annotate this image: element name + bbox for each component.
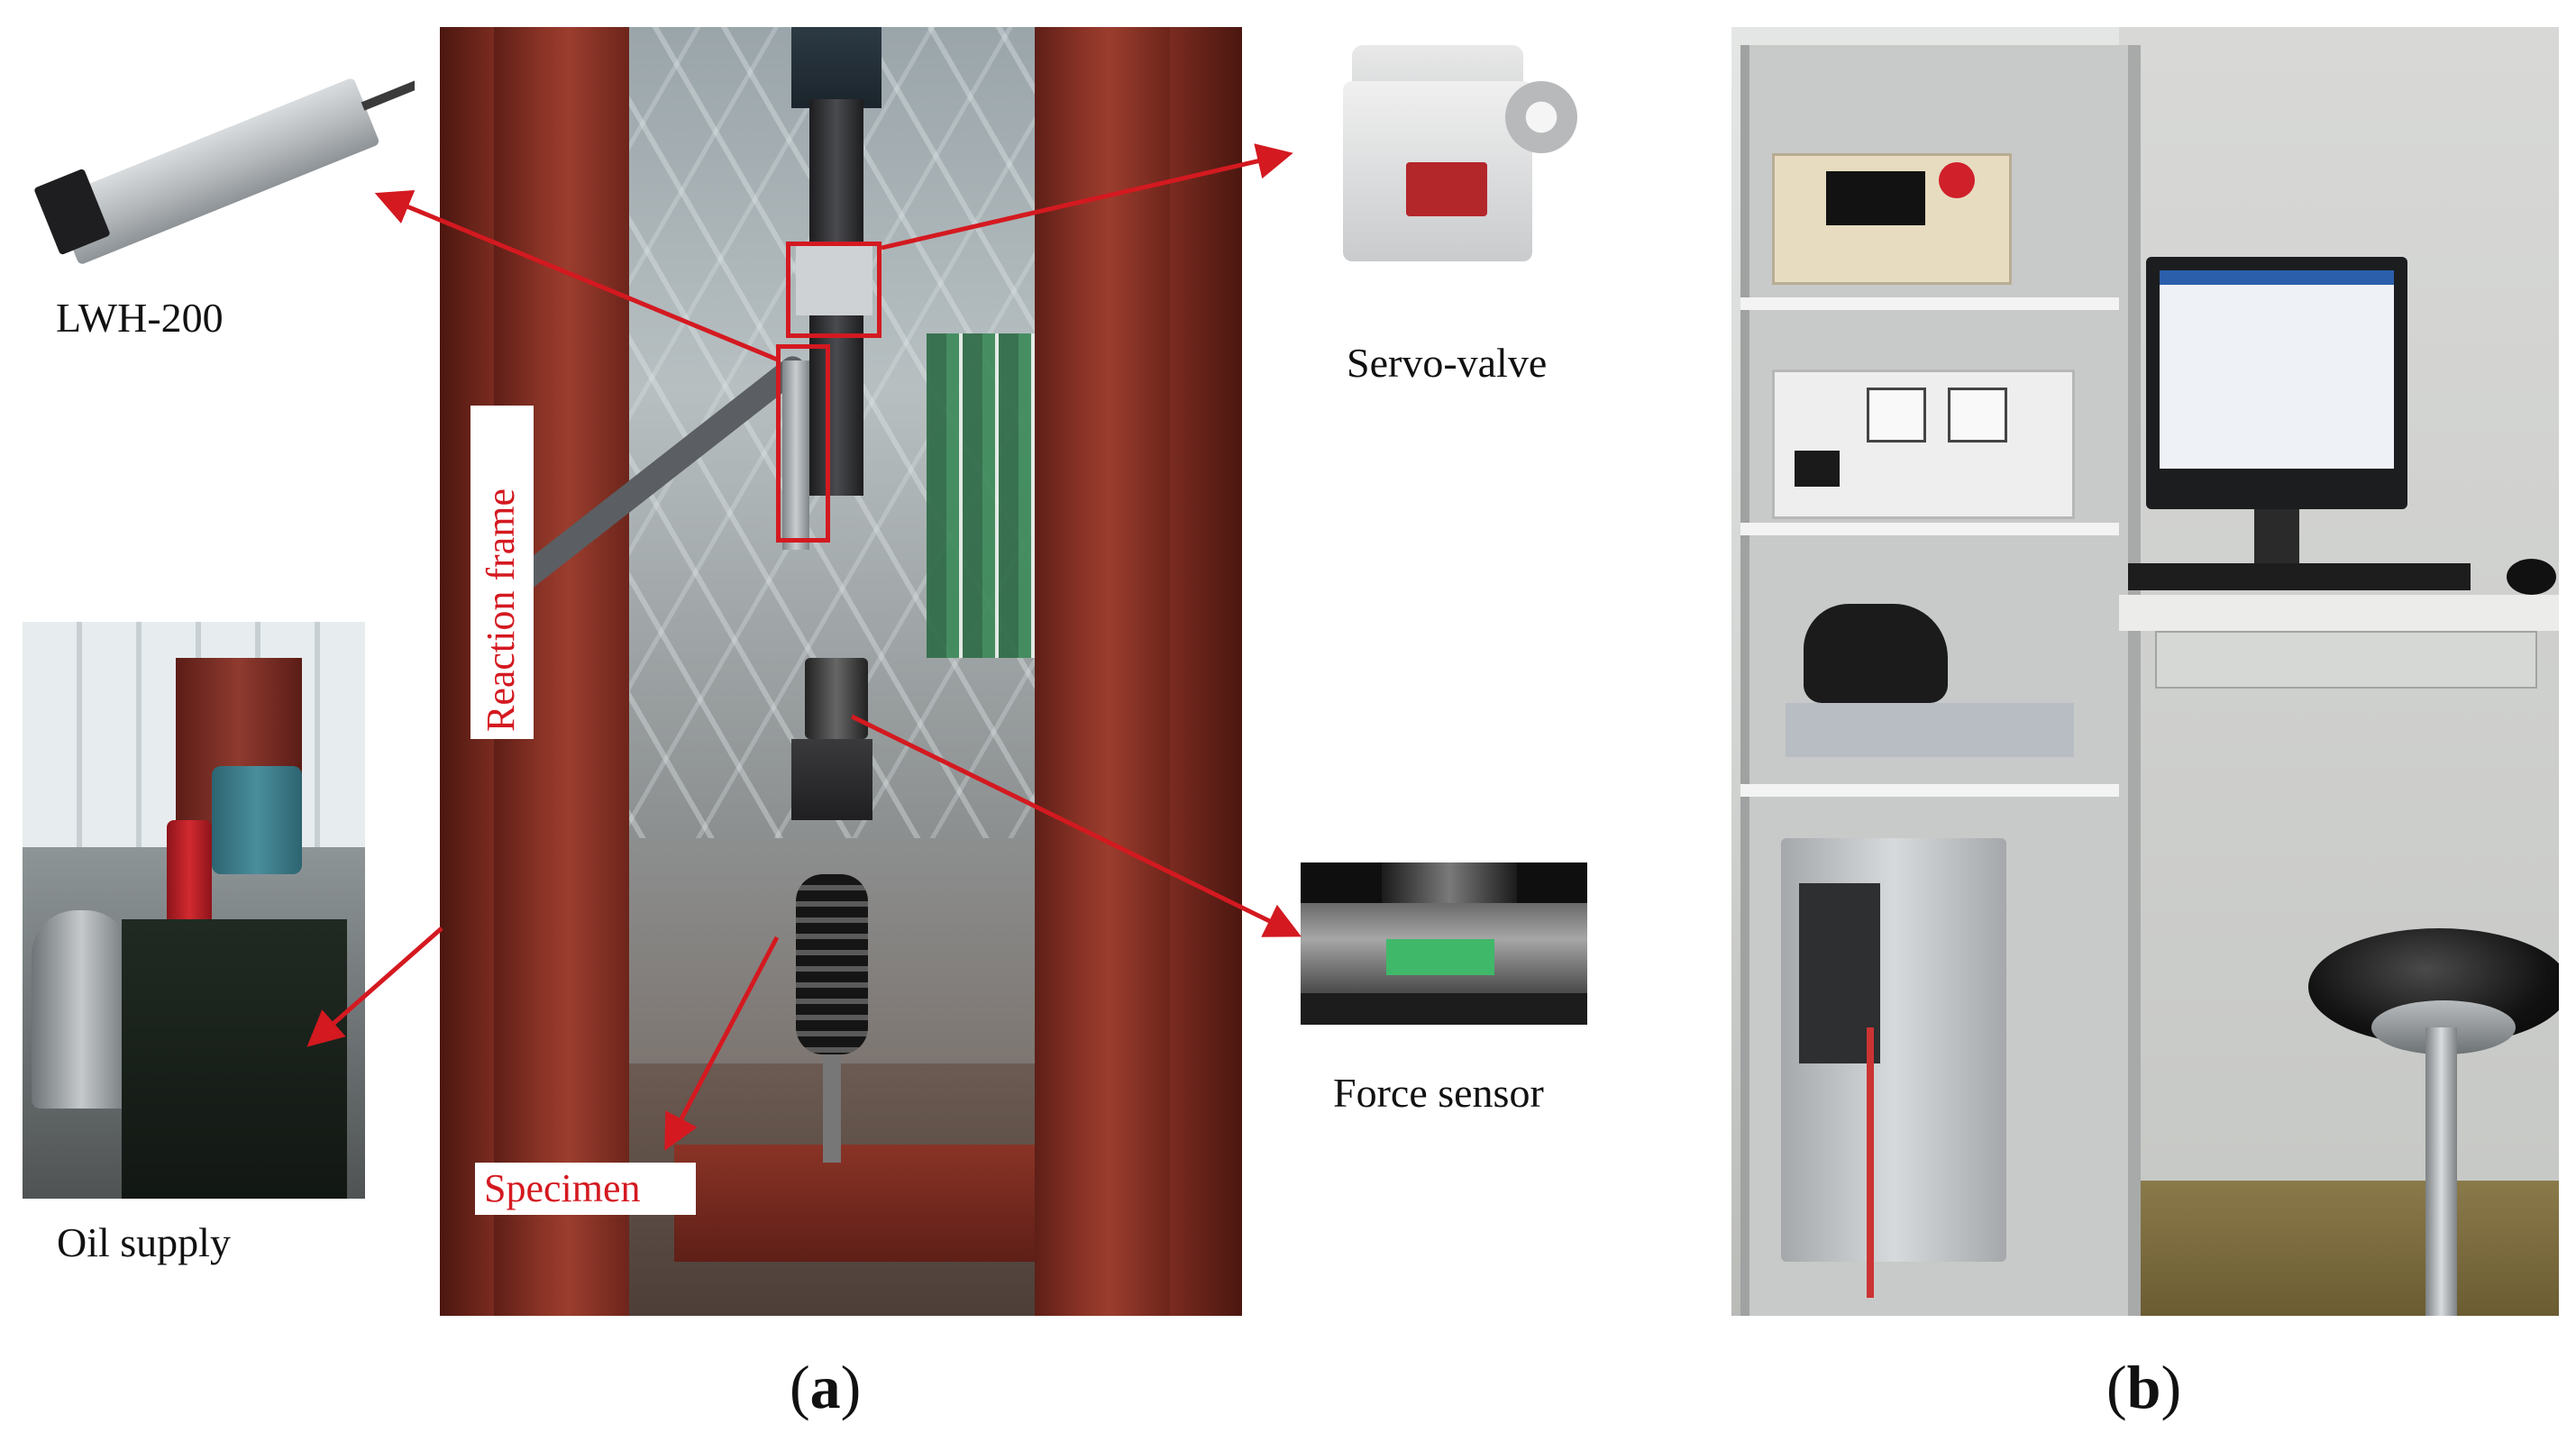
hydraulic-tank bbox=[122, 919, 347, 1199]
servo-valve-mounted bbox=[796, 243, 872, 315]
analog-meter bbox=[1948, 388, 2007, 443]
arrow-to-oil-supply bbox=[306, 926, 443, 1047]
mouse bbox=[2507, 559, 2556, 595]
valve-connector bbox=[1505, 81, 1577, 153]
rack-shelf bbox=[1740, 784, 2119, 797]
force-sensor-mounted bbox=[805, 658, 868, 739]
force-sensor-base bbox=[1301, 993, 1587, 1025]
frame-column-flange-right bbox=[1170, 27, 1242, 1316]
arrow-to-servo-valve bbox=[881, 143, 1293, 251]
rack-shelf bbox=[1740, 523, 2119, 535]
displacement-sensor-photo bbox=[18, 36, 415, 270]
panel-a-caption: (a) bbox=[790, 1353, 862, 1421]
control-station-photo bbox=[1731, 27, 2559, 1316]
servo-valve-photo bbox=[1325, 27, 1595, 270]
specimen-clamp bbox=[791, 739, 872, 820]
oil-supply-label: Oil supply bbox=[57, 1219, 231, 1265]
red-cable bbox=[1867, 1027, 1874, 1298]
keyboard bbox=[2128, 563, 2471, 590]
monitor-window-titlebar bbox=[2160, 270, 2394, 285]
monitor-screen bbox=[2160, 270, 2394, 469]
actuator-mount bbox=[791, 27, 882, 108]
oil-filter bbox=[167, 820, 212, 937]
emergency-stop-button bbox=[1939, 162, 1975, 198]
arrow-to-force-sensor bbox=[850, 714, 1302, 937]
rack-shelf bbox=[1740, 297, 2119, 310]
analog-meter bbox=[1867, 388, 1926, 443]
frame-column-right bbox=[1035, 27, 1170, 1316]
control-panel-display bbox=[1826, 171, 1925, 225]
oil-supply-photo bbox=[23, 622, 365, 1199]
specimen-rod bbox=[823, 1054, 841, 1163]
stool-leg bbox=[2425, 1027, 2457, 1316]
floor bbox=[2119, 1181, 2559, 1316]
specimen-label: Specimen bbox=[475, 1163, 696, 1215]
desk-top bbox=[2119, 595, 2559, 631]
arrow-to-lvdt bbox=[374, 189, 781, 363]
accumulator bbox=[32, 910, 131, 1109]
spring-specimen bbox=[796, 874, 868, 1054]
cable-bag bbox=[1804, 604, 1948, 703]
frame-base bbox=[674, 1145, 1035, 1262]
force-sensor-label-text: Force sensor bbox=[1333, 1070, 1544, 1116]
data-acquisition-unit bbox=[1786, 703, 2074, 757]
force-sensor-stud bbox=[1382, 862, 1517, 908]
force-sensor-label bbox=[1386, 939, 1494, 975]
displacement-sensor-mounted bbox=[782, 360, 809, 550]
reaction-frame-label: Reaction frame bbox=[470, 406, 534, 739]
pump-motor bbox=[212, 766, 302, 874]
servo-valve-label: Servo-valve bbox=[1347, 340, 1548, 386]
lvdt-label: LWH-200 bbox=[56, 295, 224, 341]
displacement-sensor-highlight-box bbox=[776, 344, 830, 543]
keyboard-drawer bbox=[2155, 631, 2537, 689]
arrow-to-specimen bbox=[664, 935, 780, 1151]
monitor-stand bbox=[2254, 509, 2299, 563]
amplifier-display bbox=[1795, 451, 1840, 487]
valve-label-plate bbox=[1406, 162, 1487, 216]
force-sensor-photo bbox=[1301, 862, 1587, 1025]
servo-valve-highlight-box bbox=[786, 242, 882, 338]
panel-b-caption: (b) bbox=[2106, 1353, 2182, 1421]
